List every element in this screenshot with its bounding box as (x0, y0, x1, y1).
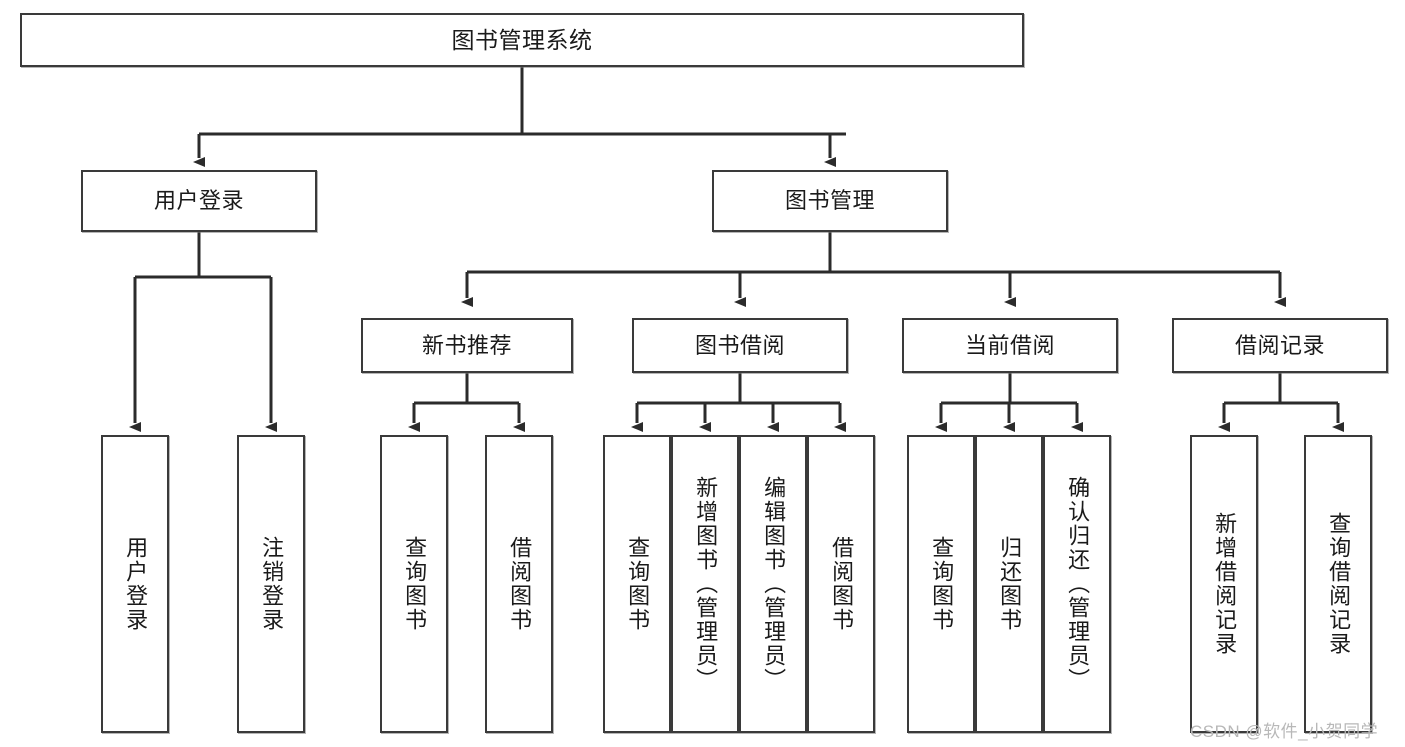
node-leaf-query-book-3-label: 查询图书 (929, 536, 955, 632)
node-leaf-query-book-2[interactable]: 查询图书 (603, 435, 671, 733)
node-book-borrow[interactable]: 图书借阅 (632, 318, 848, 373)
node-borrow-record[interactable]: 借阅记录 (1172, 318, 1388, 373)
node-leaf-query-record-label: 查询借阅记录 (1326, 512, 1352, 656)
node-leaf-edit-book-label: 编辑图书（管理员） (761, 476, 787, 692)
node-new-book-rec-label: 新书推荐 (421, 332, 512, 358)
node-root-label: 图书管理系统 (451, 26, 593, 53)
node-leaf-confirm-return[interactable]: 确认归还（管理员） (1043, 435, 1111, 733)
node-user-login-label: 用户登录 (153, 188, 244, 214)
node-leaf-logout-label: 注销登录 (259, 536, 285, 632)
node-root[interactable]: 图书管理系统 (20, 13, 1024, 67)
node-leaf-add-record[interactable]: 新增借阅记录 (1190, 435, 1258, 733)
node-leaf-query-record[interactable]: 查询借阅记录 (1304, 435, 1372, 733)
node-leaf-borrow-book-1[interactable]: 借阅图书 (485, 435, 553, 733)
node-leaf-confirm-return-label: 确认归还（管理员） (1065, 476, 1091, 692)
node-leaf-add-book-label: 新增图书（管理员） (693, 476, 719, 692)
node-leaf-borrow-book-2-label: 借阅图书 (829, 536, 855, 632)
node-new-book-rec[interactable]: 新书推荐 (361, 318, 573, 373)
node-user-login[interactable]: 用户登录 (81, 170, 317, 232)
node-leaf-edit-book[interactable]: 编辑图书（管理员） (739, 435, 807, 733)
node-book-manage-label: 图书管理 (784, 188, 875, 214)
node-leaf-query-book-3[interactable]: 查询图书 (907, 435, 975, 733)
node-borrow-record-label: 借阅记录 (1234, 332, 1325, 358)
watermark-text: CSDN @软件_小贺同学 (1190, 722, 1379, 741)
node-current-borrow[interactable]: 当前借阅 (902, 318, 1118, 373)
node-leaf-return-book[interactable]: 归还图书 (975, 435, 1043, 733)
node-leaf-add-record-label: 新增借阅记录 (1212, 512, 1238, 656)
node-leaf-user-login-label: 用户登录 (123, 536, 149, 632)
node-book-manage[interactable]: 图书管理 (712, 170, 948, 232)
node-leaf-return-book-label: 归还图书 (997, 536, 1023, 632)
node-current-borrow-label: 当前借阅 (964, 332, 1055, 358)
node-leaf-borrow-book-1-label: 借阅图书 (507, 536, 533, 632)
node-leaf-query-book-1[interactable]: 查询图书 (380, 435, 448, 733)
node-book-borrow-label: 图书借阅 (694, 332, 785, 358)
node-leaf-logout[interactable]: 注销登录 (237, 435, 305, 733)
node-leaf-add-book[interactable]: 新增图书（管理员） (671, 435, 739, 733)
node-leaf-query-book-1-label: 查询图书 (402, 536, 428, 632)
node-leaf-user-login[interactable]: 用户登录 (101, 435, 169, 733)
node-leaf-borrow-book-2[interactable]: 借阅图书 (807, 435, 875, 733)
node-leaf-query-book-2-label: 查询图书 (625, 536, 651, 632)
